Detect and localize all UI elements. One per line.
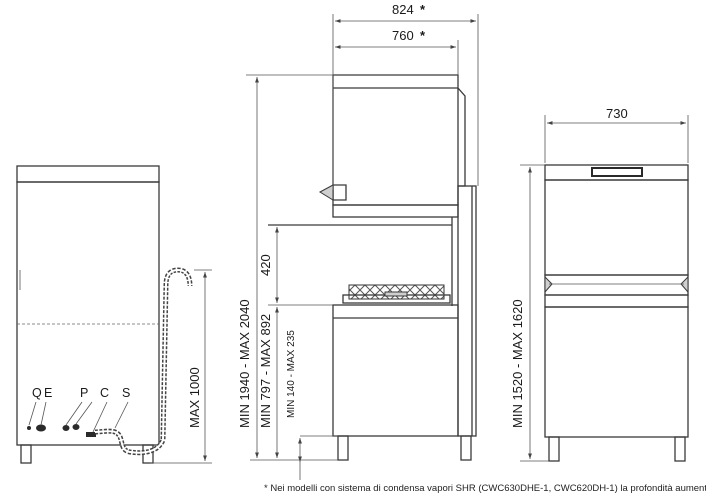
dim-hood-lift: 420 — [258, 254, 273, 276]
dim-width-overall-mark: * — [420, 2, 426, 17]
connection-q-point — [27, 426, 31, 430]
label-q: Q — [32, 386, 42, 400]
dim-height-closed: MIN 797 - MAX 892 — [258, 314, 273, 428]
label-p: P — [80, 386, 88, 400]
footnote: * Nei modelli con sistema di condensa va… — [264, 483, 706, 494]
connection-c-point — [72, 424, 80, 430]
label-s: S — [122, 386, 130, 400]
dim-width-overall: 824 — [392, 2, 414, 17]
connection-e-point — [36, 424, 46, 432]
side-view-hood-open — [246, 14, 479, 480]
dim-height-open: MIN 1940 - MAX 2040 — [237, 299, 252, 428]
drain-hose — [94, 267, 193, 456]
dim-height-front: MIN 1520 - MAX 1620 — [510, 299, 525, 428]
dim-width-body: 760 — [392, 28, 414, 43]
dim-width-body-mark: * — [420, 28, 426, 43]
label-c: C — [100, 386, 109, 400]
front-view — [520, 115, 689, 462]
side-view-connections — [16, 165, 212, 464]
dim-width-front: 730 — [606, 106, 628, 121]
label-e: E — [44, 386, 52, 400]
foot-left — [20, 444, 32, 464]
dim-drain-height: MAX 1000 — [187, 367, 202, 428]
connection-p-point — [62, 425, 70, 431]
dim-table-height: MIN 140 - MAX 235 — [286, 330, 297, 418]
